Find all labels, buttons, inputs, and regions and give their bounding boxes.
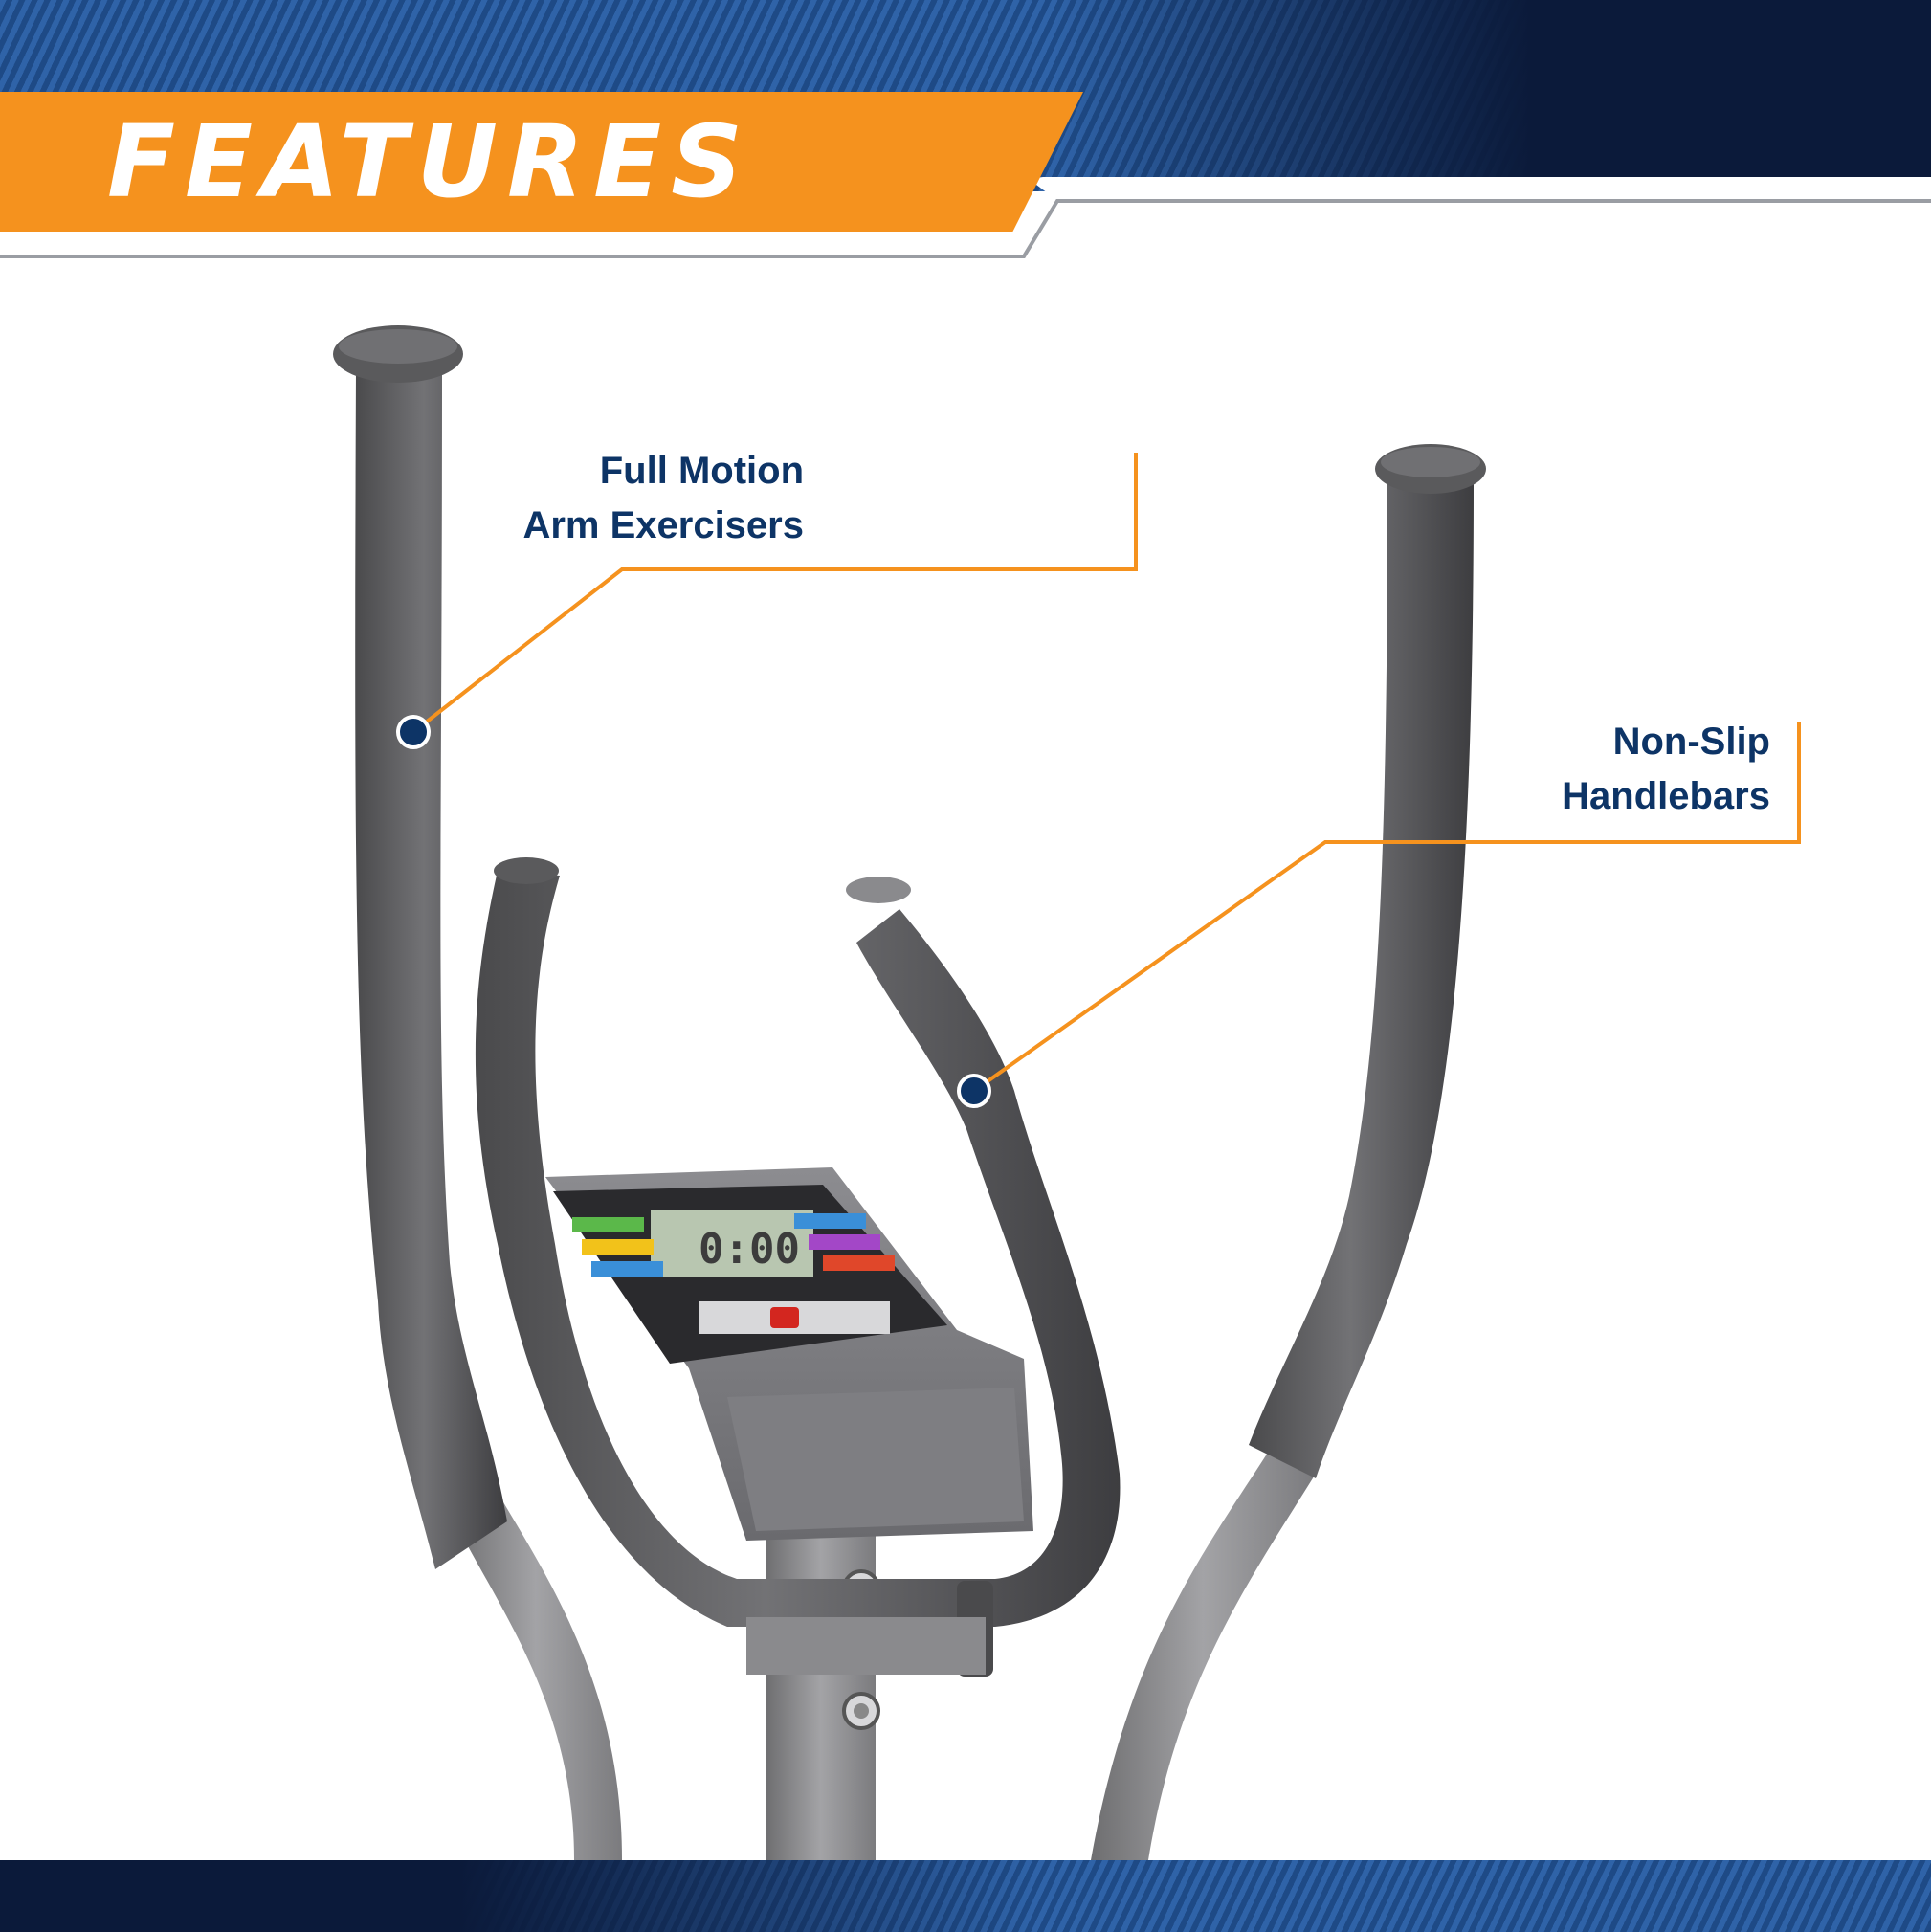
right-arm-lower bbox=[1091, 1445, 1316, 1860]
console-screen bbox=[651, 1210, 813, 1277]
center-post bbox=[766, 1493, 876, 1860]
callout-label-arm-exercisers: Full Motion Arm Exercisers bbox=[522, 444, 804, 553]
page-title: FEATURES bbox=[107, 103, 753, 220]
left-arm-grip bbox=[355, 368, 507, 1569]
callout-label-line: Arm Exercisers bbox=[522, 504, 804, 546]
bottom-banner bbox=[0, 1860, 1931, 1932]
elliptical-console-image: 0:00 bbox=[333, 325, 1486, 1860]
bottom-banner-fade bbox=[459, 1860, 1033, 1932]
callout-label-line: Non-Slip bbox=[1612, 721, 1770, 763]
right-arm-grip bbox=[1249, 483, 1474, 1478]
title-tab bbox=[0, 92, 1083, 232]
top-banner-fade bbox=[1053, 0, 1531, 191]
speaker-grille bbox=[727, 1388, 1024, 1531]
svg-text:0:00: 0:00 bbox=[699, 1225, 800, 1274]
handlebar-crossbar bbox=[746, 1617, 986, 1675]
bottom-banner-navy bbox=[0, 1860, 459, 1932]
callout-label-line: Handlebars bbox=[1562, 775, 1770, 817]
left-arm-lower bbox=[450, 1493, 622, 1860]
callout-label-handlebars: Non-Slip Handlebars bbox=[1562, 715, 1770, 824]
callout-label-line: Full Motion bbox=[599, 450, 804, 492]
top-banner-navy bbox=[1531, 0, 1931, 191]
static-handlebar bbox=[475, 871, 1121, 1627]
